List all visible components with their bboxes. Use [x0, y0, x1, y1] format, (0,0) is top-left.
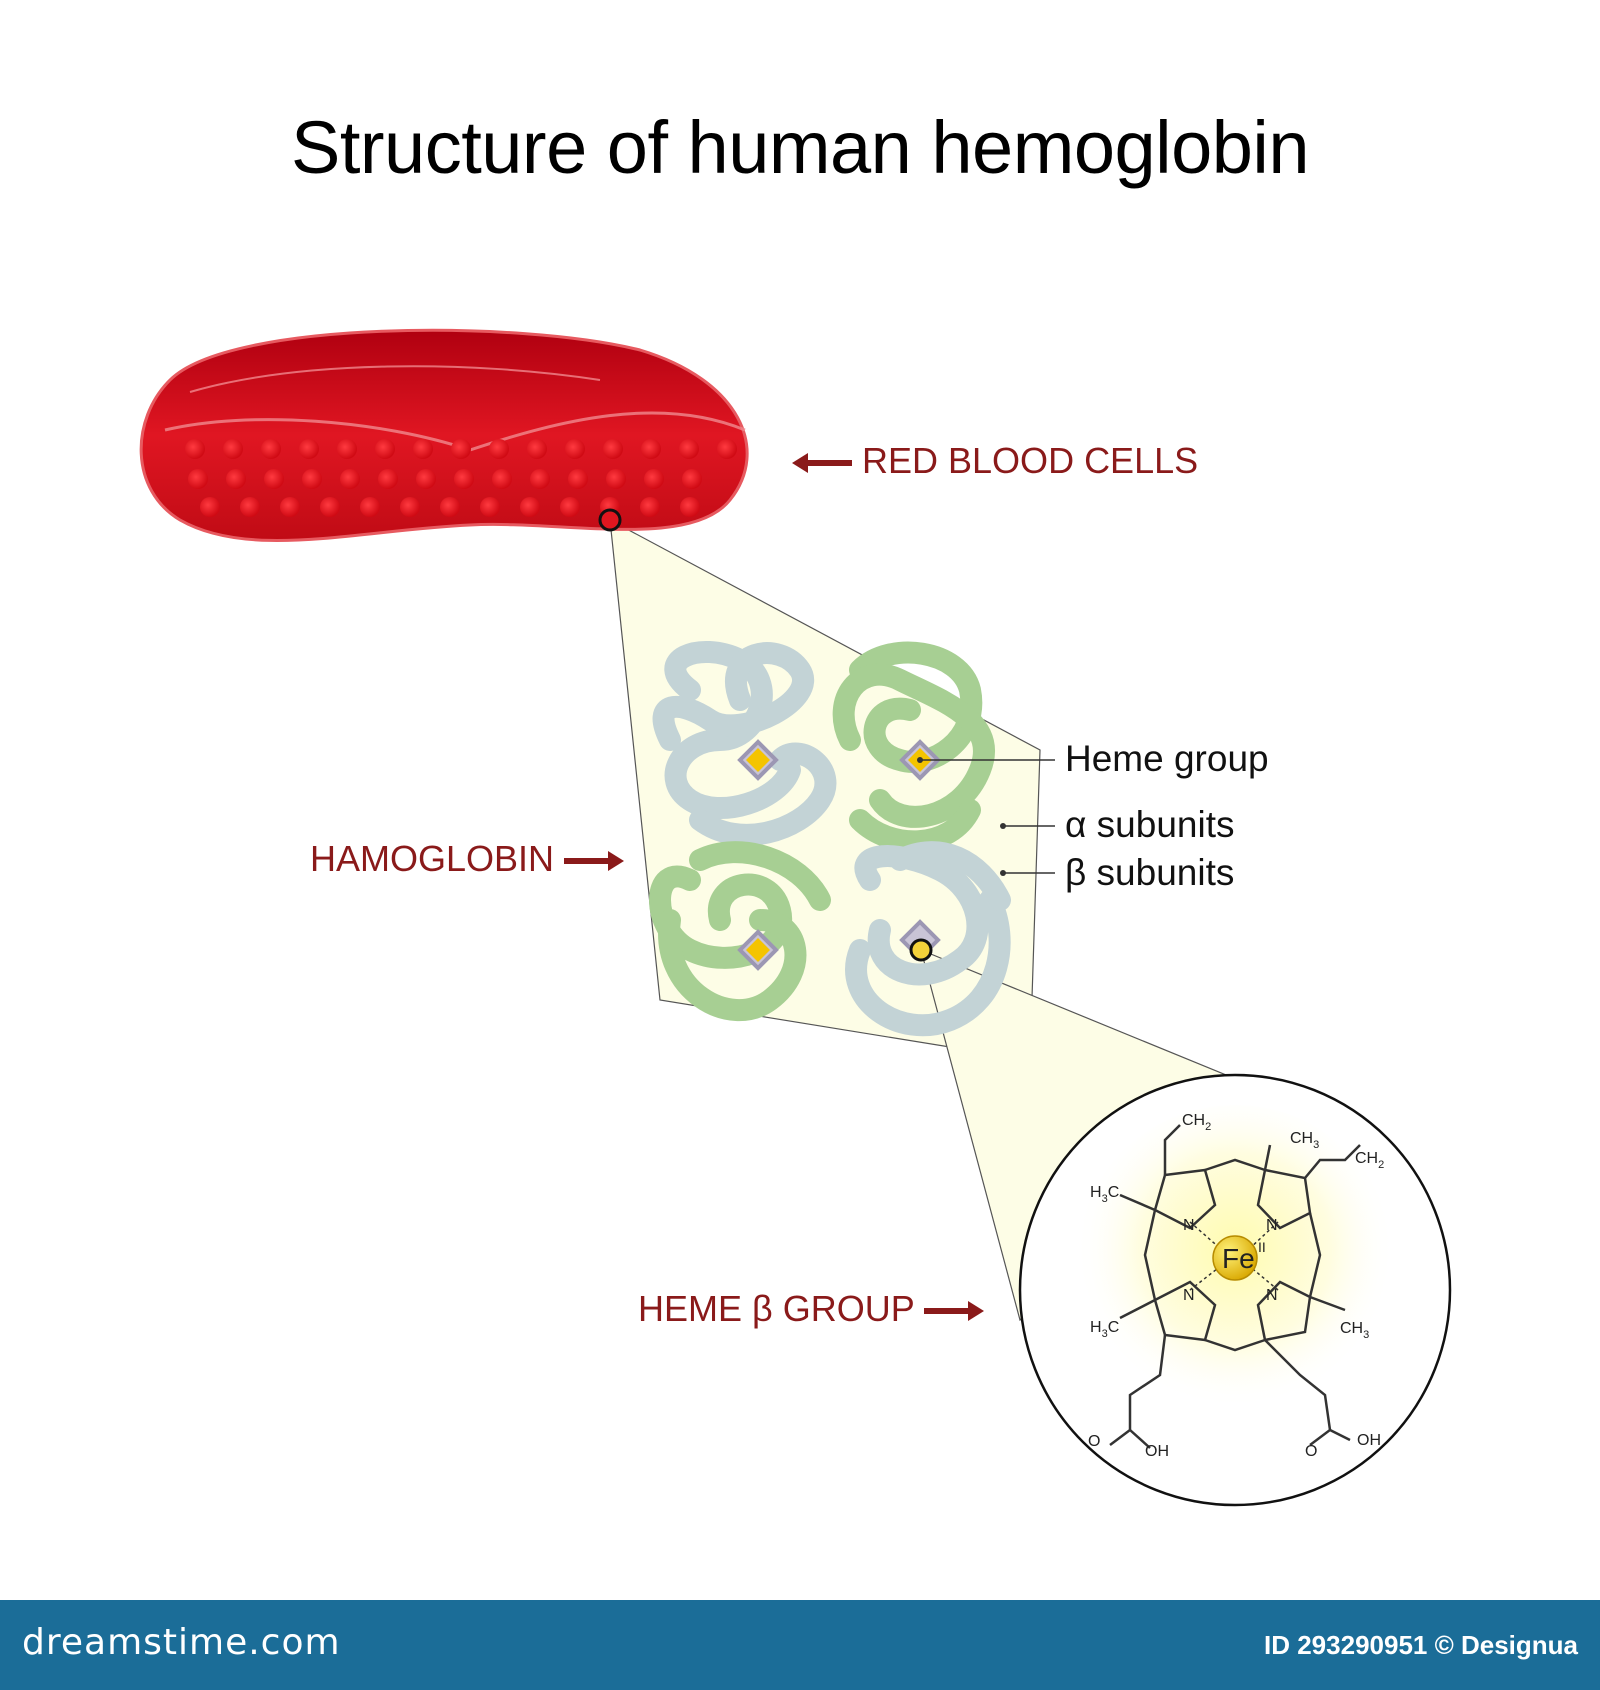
cell-dot	[606, 469, 626, 489]
leader-dot	[1000, 870, 1006, 876]
cell-dot	[530, 469, 550, 489]
cell-dot	[302, 469, 322, 489]
iron-charge: II	[1258, 1239, 1266, 1255]
footer-bar: dreamstime.com ID 293290951 © Designua	[0, 1600, 1600, 1690]
cell-dot	[413, 439, 433, 459]
leader-dot	[917, 757, 923, 763]
cell-dot	[679, 439, 699, 459]
heme-core-2	[899, 739, 941, 781]
cell-dot	[264, 469, 284, 489]
heme-core-3	[737, 929, 779, 971]
callout-heme-beta-group: HEME β GROUP	[638, 1288, 985, 1330]
cell-dot	[603, 439, 623, 459]
h3c-lower-left-label: H3C	[1090, 1319, 1119, 1340]
nitrogen-3: N	[1183, 1287, 1195, 1304]
arrow-right-icon	[564, 851, 625, 872]
ch3-top-label: CH3	[1290, 1130, 1319, 1151]
heme-molecule-detail: Fe II N N N N CH2 CH3 CH2 H3C H3C CH3 O …	[1018, 1073, 1452, 1507]
cell-dot	[280, 497, 300, 517]
cell-dots	[185, 439, 737, 517]
nitrogen-1: N	[1183, 1217, 1195, 1234]
h3c-left-label: H3C	[1090, 1184, 1119, 1205]
cell-dot	[340, 469, 360, 489]
cell-dot	[378, 469, 398, 489]
beta-subunit-upper-left	[652, 641, 837, 846]
heme-zoom-marker	[909, 938, 933, 962]
oxygen-right: O	[1305, 1443, 1317, 1460]
cell-dot	[560, 497, 580, 517]
cell-dot	[641, 439, 661, 459]
beta-subunit-lower-right	[845, 841, 1011, 1037]
cell-dot	[188, 469, 208, 489]
cell-dot	[400, 497, 420, 517]
hydroxyl-left: OH	[1145, 1443, 1169, 1460]
heme-core-1	[737, 739, 779, 781]
cell-dot	[185, 439, 205, 459]
footer-brand: dreamstime.com	[22, 1622, 341, 1663]
leader-dot	[1000, 823, 1006, 829]
callout-red-blood-cells: RED BLOOD CELLS	[792, 440, 1198, 482]
ch3-lower-right-label: CH3	[1340, 1320, 1369, 1341]
hydroxyl-right: OH	[1357, 1432, 1381, 1449]
ch2-right-label: CH2	[1355, 1150, 1384, 1171]
cell-dot	[451, 439, 471, 459]
iron-symbol: Fe	[1222, 1243, 1255, 1274]
callout-heme-beta-group-text: HEME β GROUP	[638, 1288, 915, 1329]
cell-dot	[717, 439, 737, 459]
cell-dot	[240, 497, 260, 517]
cell-dot	[520, 497, 540, 517]
label-alpha-subunits: α subunits	[1065, 804, 1235, 845]
nitrogen-2: N	[1266, 1217, 1278, 1234]
hemoglobin-molecule	[649, 641, 1011, 1037]
arrow-right-icon	[924, 1301, 985, 1322]
cell-dot	[337, 439, 357, 459]
arrow-left-icon	[792, 453, 852, 474]
cell-dot	[200, 497, 220, 517]
red-blood-cell	[139, 328, 749, 542]
page-title: Structure of human hemoglobin	[291, 106, 1310, 189]
cell-dot	[226, 469, 246, 489]
cell-dot	[375, 439, 395, 459]
cell-dot	[416, 469, 436, 489]
cell-dot	[360, 497, 380, 517]
footer-image-id: ID 293290951 © Designua	[1264, 1630, 1578, 1660]
cell-dot	[454, 469, 474, 489]
oxygen-left: O	[1088, 1433, 1100, 1450]
cell-dot	[680, 497, 700, 517]
cell-dot	[261, 439, 281, 459]
rbc-zoom-marker	[598, 508, 622, 532]
callout-hemoglobin: HAMOGLOBIN	[310, 838, 625, 880]
nitrogen-4: N	[1266, 1287, 1278, 1304]
label-heme-group: Heme group	[1065, 738, 1269, 779]
label-beta-subunits: β subunits	[1065, 852, 1235, 893]
cell-dot	[480, 497, 500, 517]
cell-dot	[565, 439, 585, 459]
callout-red-blood-cells-text: RED BLOOD CELLS	[862, 440, 1199, 481]
cell-dot	[223, 439, 243, 459]
cell-dot	[492, 469, 512, 489]
cell-dot	[320, 497, 340, 517]
callout-hemoglobin-text: HAMOGLOBIN	[310, 838, 555, 879]
ch2-top-label: CH2	[1182, 1112, 1211, 1133]
cell-dot	[644, 469, 664, 489]
cell-dot	[568, 469, 588, 489]
cell-dot	[682, 469, 702, 489]
cell-dot	[440, 497, 460, 517]
cell-dot	[489, 439, 509, 459]
alpha-subunit-upper-right	[832, 641, 995, 853]
cell-dot	[527, 439, 547, 459]
cell-dot	[640, 497, 660, 517]
cell-dot	[299, 439, 319, 459]
